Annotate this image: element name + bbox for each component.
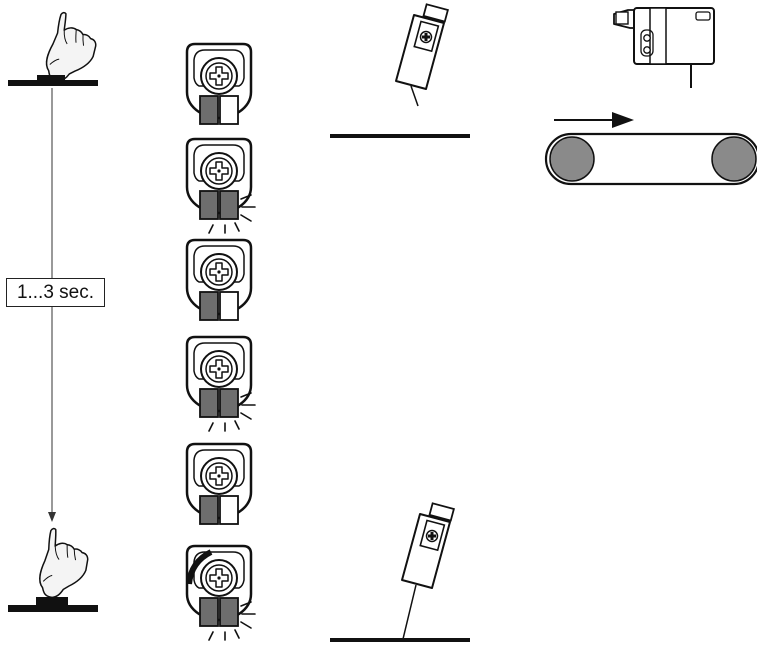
sensor-to-background-top [330, 3, 470, 138]
indicator-state-4 [185, 335, 256, 432]
finger-press-icon [38, 8, 101, 84]
motion-arrow-icon [554, 112, 634, 128]
finger-press-icon [28, 522, 95, 601]
indicator-state-5 [185, 442, 253, 525]
sensor-icon [395, 3, 449, 90]
indicator-state-2 [185, 137, 256, 234]
sensor-icon [401, 502, 455, 589]
button-press-end [8, 522, 98, 612]
conveyor-roller-left [549, 136, 595, 182]
sensor-icon [613, 7, 715, 65]
conveyor-roller-right [711, 136, 757, 182]
conveyor-setup [544, 7, 757, 186]
conveyor-icon [544, 132, 757, 186]
sensor-to-background-bottom [330, 502, 470, 642]
indicator-state-1 [185, 42, 253, 125]
teach-button-icon [8, 597, 98, 612]
dial-marker-arc [186, 549, 213, 585]
light-beam [410, 85, 419, 107]
indicator-state-6 [185, 544, 256, 641]
button-press-start [8, 8, 101, 86]
light-beam [402, 584, 417, 640]
teach-button-icon [8, 75, 98, 86]
indicator-state-3 [185, 238, 253, 321]
duration-label: 1...3 sec. [6, 278, 105, 307]
